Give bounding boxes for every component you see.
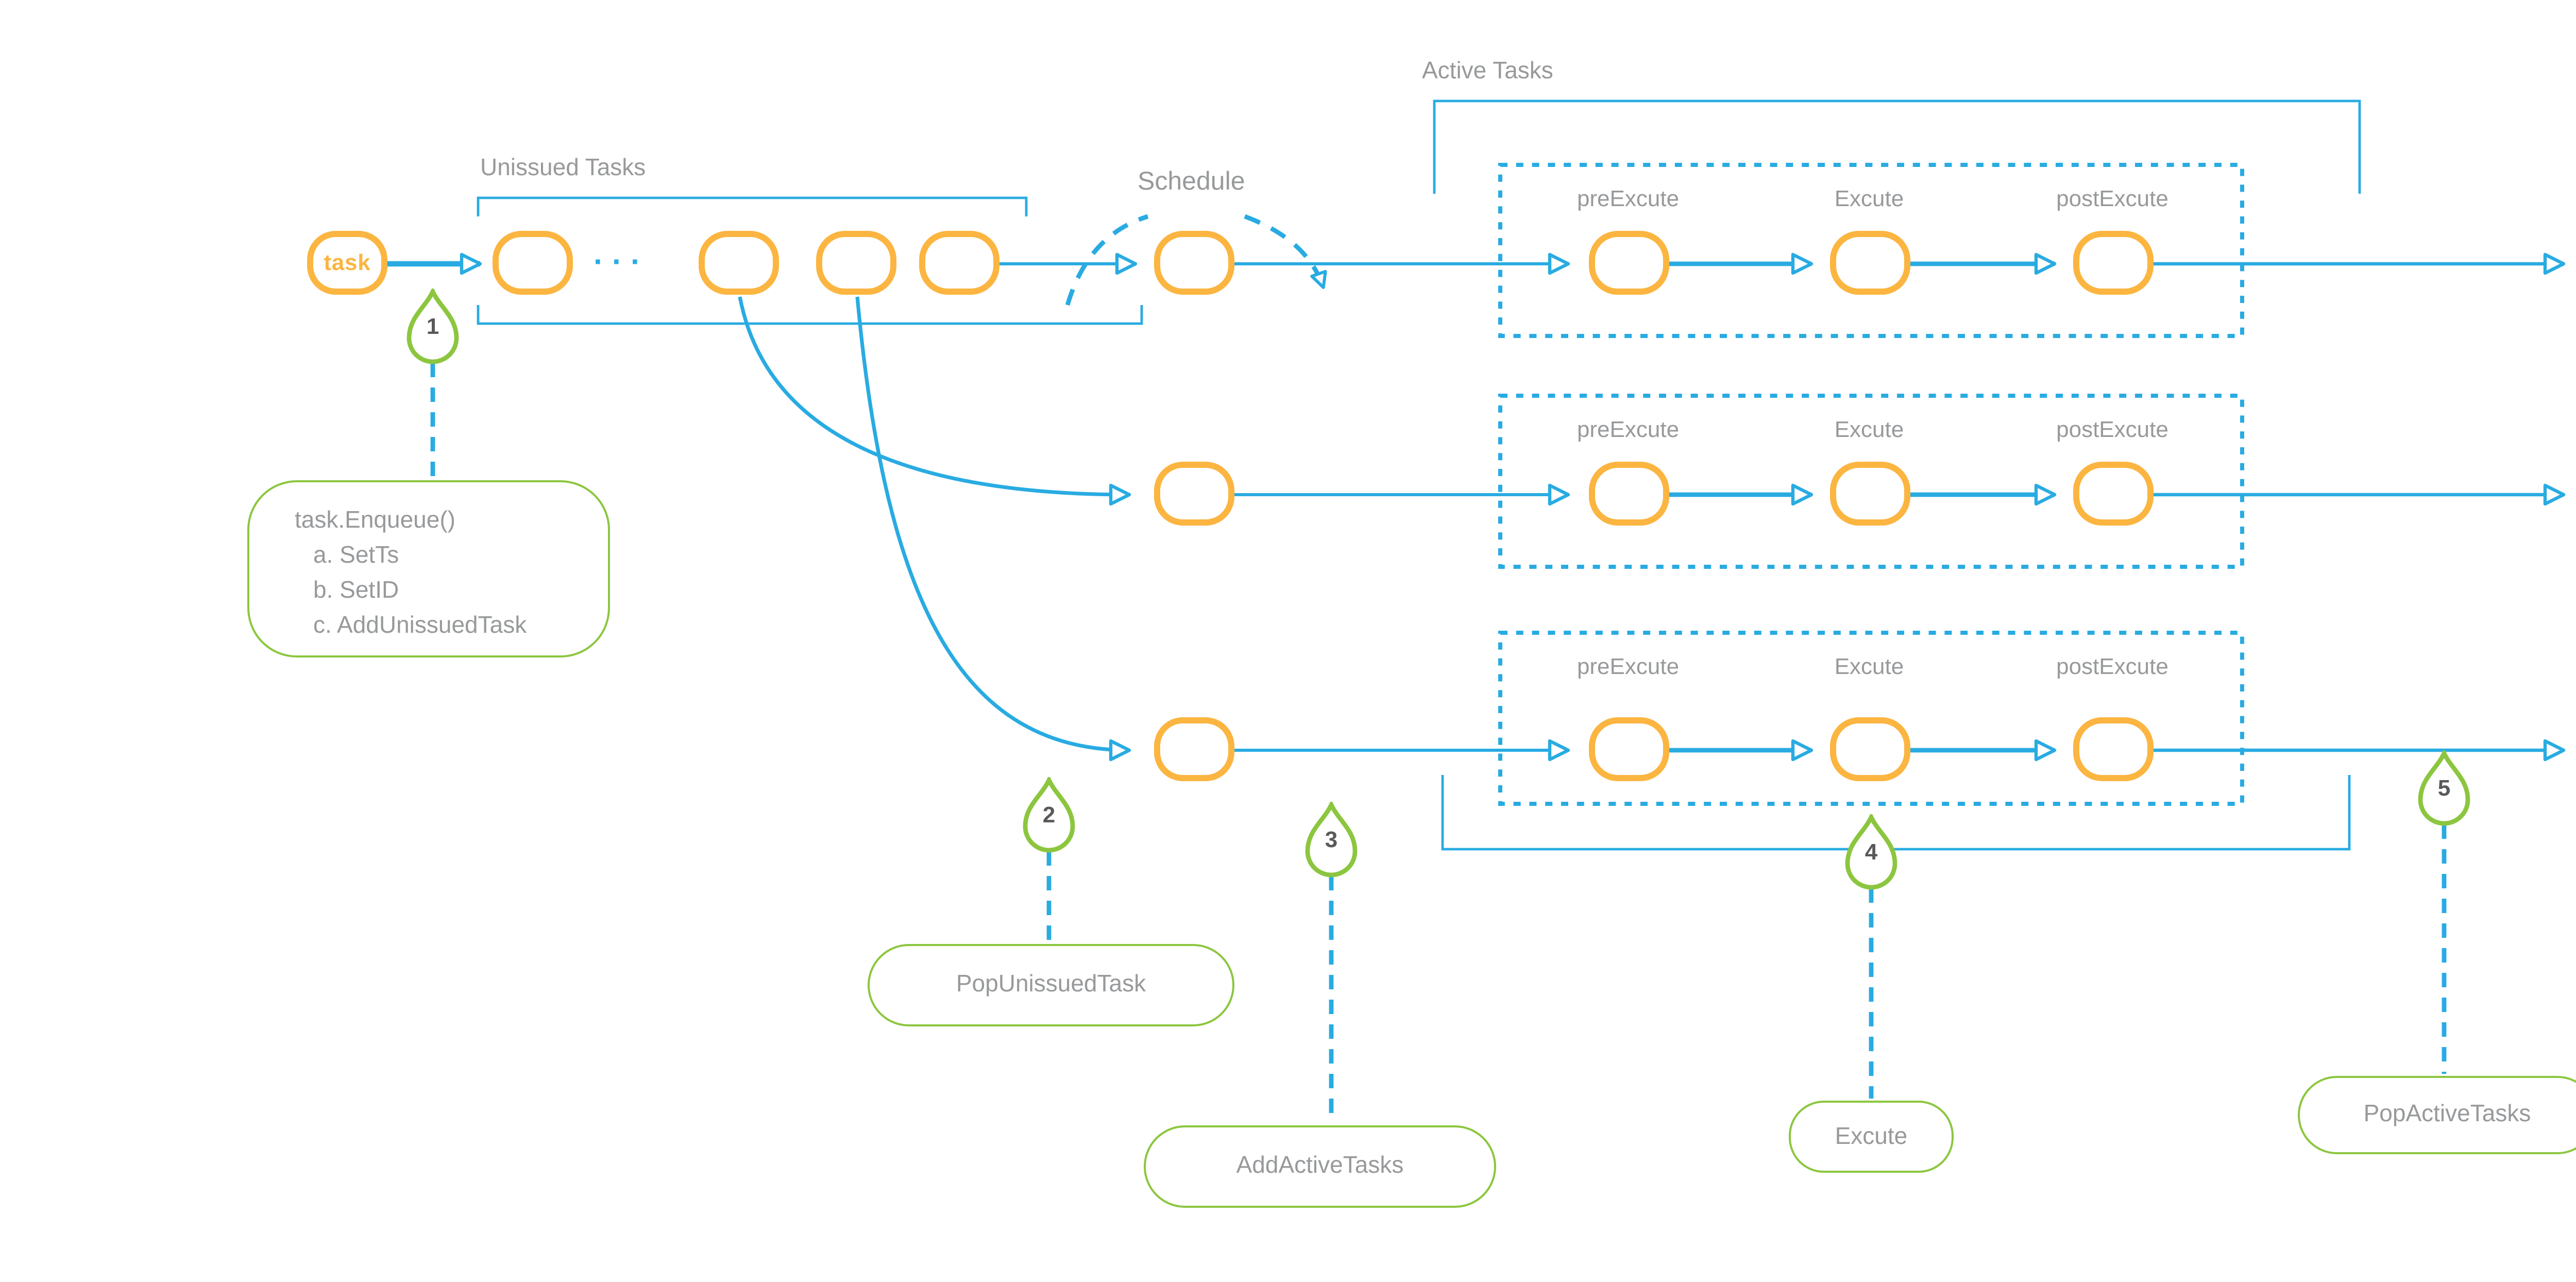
- row3-preexcute-node: [1589, 717, 1669, 781]
- pop-unissued-callout: PopUnissuedTask: [868, 944, 1234, 1026]
- marker-4: 4: [1844, 814, 1898, 890]
- row1-excute-label: Excute: [1834, 188, 1904, 212]
- marker-2-number: 2: [1042, 804, 1056, 829]
- excute-callout: Excute: [1789, 1101, 1954, 1173]
- row2-stage-box: [1498, 394, 2244, 569]
- stage-dashed-boxes: [1498, 163, 2244, 806]
- marker-5-number: 5: [2437, 777, 2451, 802]
- unissued-node-2: [699, 231, 779, 295]
- row1-postexcute-node: [2073, 231, 2154, 295]
- marker-1: 1: [406, 289, 460, 365]
- row1-postexcute-label: postExcute: [2056, 188, 2168, 212]
- row2-excute-node: [1830, 462, 1910, 526]
- marker-5: 5: [2417, 750, 2471, 826]
- task-node-label: task: [324, 250, 371, 275]
- pop-active-callout: PopActiveTasks: [2298, 1076, 2576, 1154]
- schedule-arc-right: [1244, 214, 1327, 289]
- unissued-node-4: [919, 231, 999, 295]
- row2-preexcute-label: preExcute: [1577, 418, 1680, 443]
- marker-1-number: 1: [426, 315, 439, 340]
- row1-excute-node: [1830, 231, 1910, 295]
- row3-start-node: [1154, 717, 1234, 781]
- row3-excute-label: Excute: [1834, 655, 1904, 680]
- row2-start-node: [1154, 462, 1234, 526]
- row3-preexcute-label: preExcute: [1577, 655, 1680, 680]
- schedule-arc: [1065, 214, 1327, 306]
- row3-excute-node: [1830, 717, 1910, 781]
- queue-ellipsis: ···: [594, 245, 649, 280]
- flow-arrows: [387, 252, 2566, 762]
- active-tasks-bracket: [1433, 99, 2361, 851]
- row3-postexcute-label: postExcute: [2056, 655, 2168, 680]
- enqueue-item-a: a. SetTs: [313, 544, 399, 569]
- active-tasks-label: Active Tasks: [1422, 60, 1553, 85]
- row2-postexcute-label: postExcute: [2056, 418, 2168, 443]
- row3-stage-box: [1498, 631, 2244, 806]
- unissued-tasks-bracket: [477, 196, 1143, 325]
- marker-3-number: 3: [1325, 829, 1338, 853]
- row2-preexcute-node: [1589, 462, 1669, 526]
- teardrop-icon: [1845, 814, 1897, 890]
- row1-preexcute-label: preExcute: [1577, 188, 1680, 212]
- unissued-node-1: [493, 231, 573, 295]
- marker-4-number: 4: [1865, 841, 1878, 866]
- row2-postexcute-node: [2073, 462, 2154, 526]
- marker-2: 2: [1022, 777, 1076, 853]
- row1-start-node: [1154, 231, 1234, 295]
- unissued-node-3: [816, 231, 896, 295]
- row3-postexcute-node: [2073, 717, 2154, 781]
- schedule-label: Schedule: [1138, 167, 1245, 196]
- callout-leaders: [430, 363, 2447, 1123]
- teardrop-icon: [2418, 750, 2470, 826]
- teardrop-icon: [1023, 777, 1075, 853]
- enqueue-callout: task.Enqueue() a. SetTs b. SetID c. AddU…: [247, 480, 610, 657]
- schedule-arc-left: [1065, 214, 1149, 306]
- marker-3: 3: [1304, 802, 1358, 878]
- teardrop-icon: [1305, 802, 1358, 878]
- enqueue-title: task.Enqueue(): [295, 509, 455, 534]
- teardrop-icon: [406, 289, 459, 364]
- curve-queue-to-row3: [855, 296, 1131, 762]
- row1-stage-box: [1498, 163, 2244, 338]
- row2-excute-label: Excute: [1834, 418, 1904, 443]
- row1-preexcute-node: [1589, 231, 1669, 295]
- task-node: task: [307, 231, 387, 295]
- curve-queue-to-row2: [738, 296, 1131, 506]
- enqueue-item-b: b. SetID: [313, 579, 399, 604]
- enqueue-item-c: c. AddUnissuedTask: [313, 614, 527, 639]
- unissued-tasks-label: Unissued Tasks: [480, 157, 646, 181]
- add-active-callout: AddActiveTasks: [1144, 1125, 1496, 1208]
